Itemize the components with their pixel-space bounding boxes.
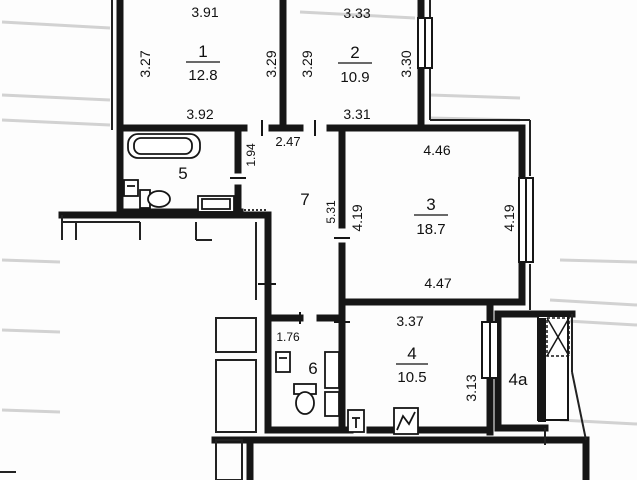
room4-area: 10.5 [397, 369, 426, 386]
room7-right-dim: 5.31 [324, 200, 338, 224]
room1-left-dim: 3.27 [137, 50, 153, 77]
window-room2 [417, 17, 433, 69]
room1-number: 1 [198, 42, 207, 61]
room3-number: 3 [426, 195, 435, 214]
stair-box-2 [215, 359, 257, 433]
stair-box-3 [215, 439, 243, 480]
stair-box-1 [215, 317, 257, 353]
room3-right-dim: 4.19 [501, 204, 517, 231]
walls [58, 0, 590, 480]
room2-left-dim: 3.29 [299, 50, 315, 77]
room1-top-dim: 3.91 [191, 4, 218, 20]
room6-number: 6 [308, 359, 317, 378]
room1-area: 12.8 [188, 67, 217, 84]
room4-number: 4 [407, 344, 416, 363]
room2-right-dim: 3.30 [398, 50, 414, 77]
toilet-icon [139, 189, 171, 209]
window-room3 [518, 177, 534, 263]
room7-number: 7 [300, 190, 309, 209]
water-heater-icon [393, 407, 419, 435]
room6-top-dim: 1.76 [276, 330, 300, 344]
room3-bottom-dim: 4.47 [424, 275, 451, 291]
room2-top-dim: 3.33 [343, 5, 370, 21]
door-marks [230, 120, 350, 324]
room3-area: 18.7 [416, 221, 445, 238]
washer-icon [197, 195, 235, 213]
room3-top-dim: 4.46 [423, 142, 450, 158]
room7-top-dim: 2.47 [275, 134, 300, 149]
toilet-icon [293, 383, 317, 415]
room3-left-dim: 4.19 [349, 204, 365, 231]
room2-area: 10.9 [340, 69, 369, 86]
room4a-number: 4a [509, 370, 528, 389]
room5-right-dim: 1.94 [244, 143, 258, 167]
room4-right-dim: 3.13 [463, 374, 479, 401]
radiator-icon [197, 209, 266, 216]
sink-icon [275, 351, 291, 373]
stove-icon [347, 409, 365, 433]
room2-number: 2 [350, 43, 359, 62]
balcony-frame [538, 318, 546, 422]
bathtub-icon [127, 133, 201, 159]
sink-icon [123, 179, 139, 197]
room1-right-dim: 3.29 [263, 50, 279, 77]
room4-top-dim: 3.37 [396, 313, 423, 329]
thin-walls [0, 0, 587, 480]
room1-bottom-dim: 3.92 [186, 106, 213, 122]
balcony-cross [546, 317, 570, 357]
window-room4 [481, 321, 499, 379]
room2-bottom-dim: 3.31 [343, 106, 370, 122]
thin-wall-balcony-slant [571, 371, 587, 441]
washer-icon [324, 351, 340, 417]
fixtures [123, 133, 419, 435]
room5-number: 5 [178, 164, 187, 183]
